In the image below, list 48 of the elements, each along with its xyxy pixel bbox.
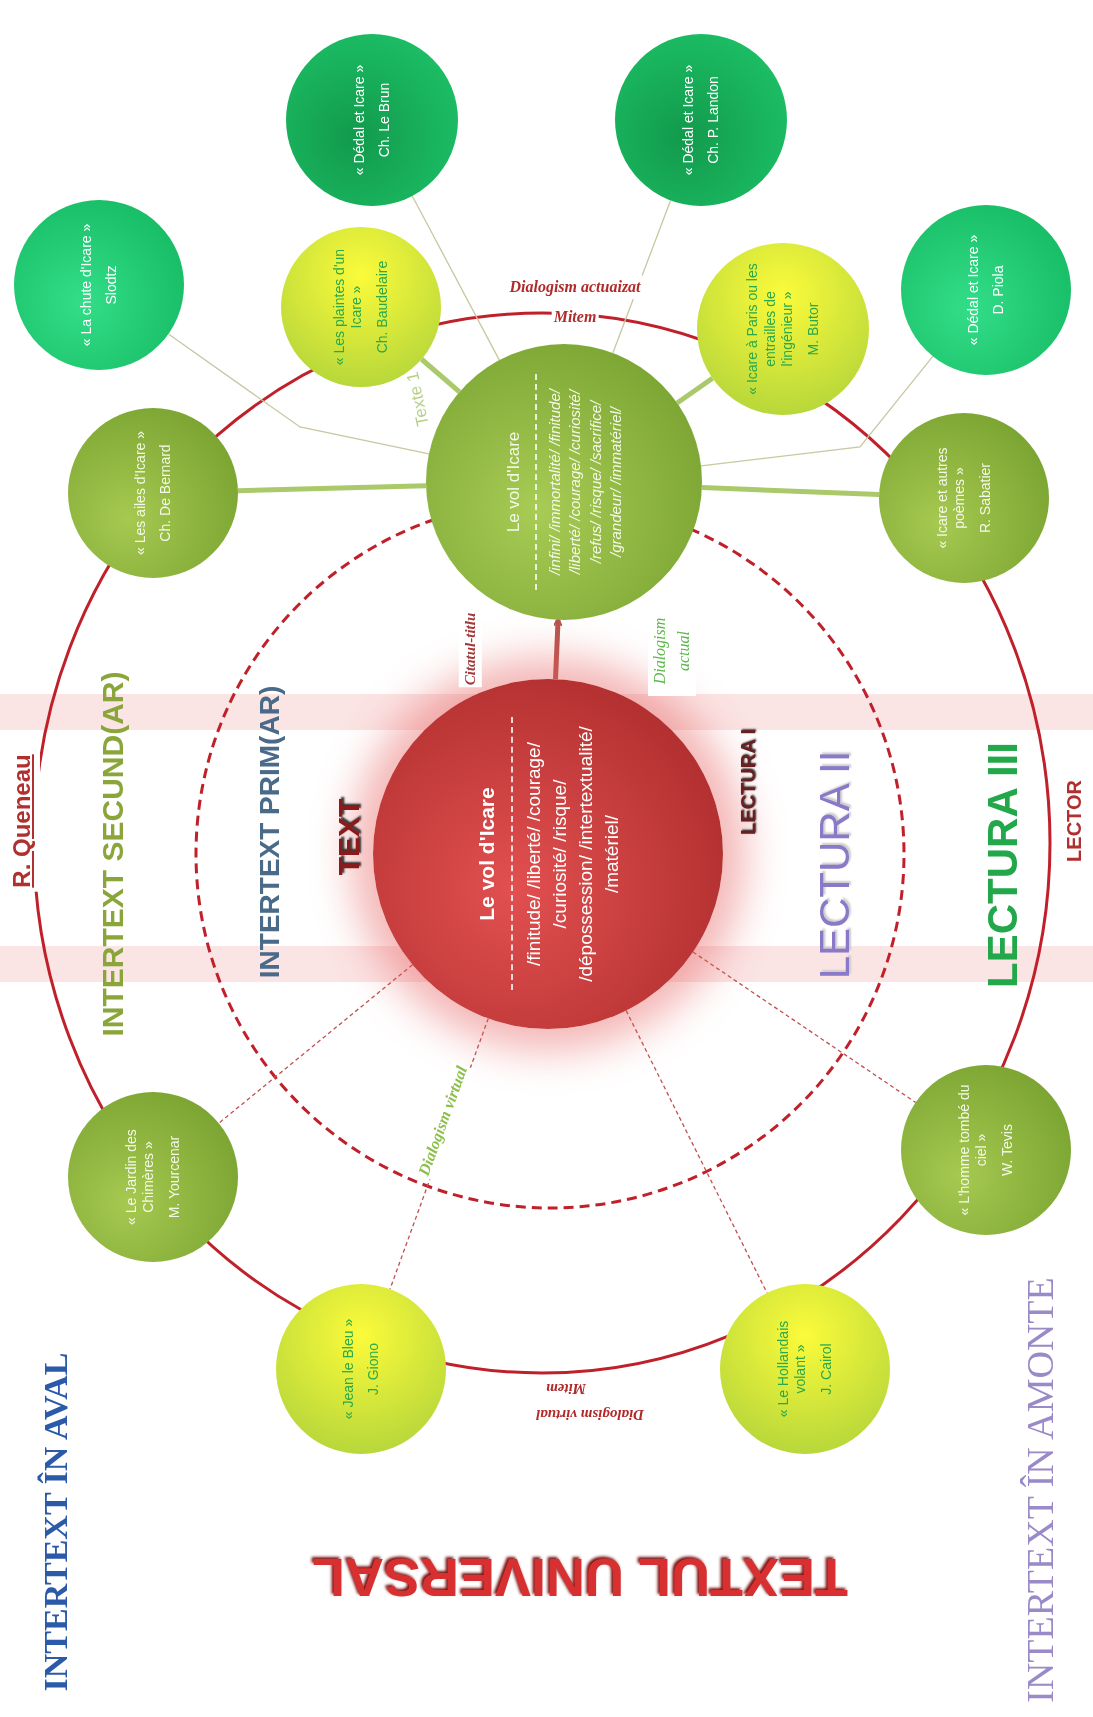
node-author: M. Yourcenar bbox=[165, 1135, 183, 1219]
text-label: LECTURA II bbox=[809, 750, 859, 980]
text-label: LECTURA III bbox=[977, 742, 1027, 988]
text-label: Texte 1 bbox=[401, 369, 434, 429]
node-title: « L'homme tombé du ciel » bbox=[955, 1083, 991, 1217]
node-title: Le vol d'Icare bbox=[503, 431, 524, 533]
node-title: « Dédal et Icare » bbox=[350, 64, 368, 176]
text-label: INTERTEXT ÎN AMONTE bbox=[1017, 1277, 1062, 1703]
text-label: INTERTEXT ÎN AVAL bbox=[35, 1352, 75, 1692]
node-title: « Le Hollandais volant » bbox=[774, 1319, 810, 1420]
node-author: Ch. Baudelaire bbox=[373, 260, 391, 354]
node-author: D. Piola bbox=[990, 265, 1007, 315]
connector-line bbox=[411, 195, 500, 361]
node-author: J. Cairol bbox=[817, 1343, 835, 1395]
connector-line bbox=[700, 355, 934, 467]
node-author: M. Butor bbox=[804, 302, 822, 356]
text-label: INTERTEXT SECUND(AR) bbox=[94, 671, 130, 1037]
connector-line bbox=[237, 483, 427, 494]
connector-line bbox=[218, 964, 414, 1124]
node-title: « Icare et autres poèmes » bbox=[933, 446, 969, 551]
text-label: LECTURA I bbox=[736, 729, 760, 835]
node-author: W. Tevis bbox=[998, 1124, 1016, 1176]
node-title: « Jean le Bleu » bbox=[339, 1318, 357, 1420]
connector-line bbox=[167, 333, 430, 455]
connector-line bbox=[675, 376, 714, 405]
node-author: Ch. De Bernard bbox=[157, 444, 174, 542]
node-title: « Dédal et Icare » bbox=[679, 64, 697, 176]
connector-line bbox=[419, 357, 462, 394]
node-title: « Dédal et Icare » bbox=[964, 234, 982, 346]
node-author: Ch. Le Brun bbox=[376, 82, 393, 158]
node-author: Ch. P. Landon bbox=[705, 76, 722, 164]
text-label: Dialogism actuaizat bbox=[507, 275, 643, 299]
node-keywords: /infini/ /immortalité/ /finitude/ /liberté/ /courage/ /curiosité/ /refus/ /risque/ /sacrifice/ /grandeur/ /immatériel/ bbox=[534, 374, 627, 590]
node-author: Slodtz bbox=[103, 265, 120, 305]
node-title: « Les plaintes d'un Icare » bbox=[330, 247, 366, 368]
node-keywords: /finitude/ /liberté/ /courage/ /curiosité/ /risque/ /dépossession/ /intertextualité/ /matériel/ bbox=[510, 717, 625, 991]
connector-line bbox=[692, 951, 917, 1104]
node-title: « Icare à Paris ou les entrailles de l'ingénieur » bbox=[744, 262, 796, 397]
node-title: « La chute d'Icare » bbox=[77, 223, 95, 347]
text-label: TEXT bbox=[330, 798, 366, 876]
title: TEXTUL UNIVERSAL bbox=[312, 1546, 848, 1610]
connector-line bbox=[701, 485, 880, 498]
node-title: Le vol d'Icare bbox=[474, 787, 499, 921]
node-title: « Le Jardin des Chimères » bbox=[122, 1128, 158, 1227]
node-author: R. Sabatier bbox=[976, 463, 994, 534]
text-label: INTERTEXT PRIM(AR) bbox=[253, 685, 286, 979]
node-author: J. Giono bbox=[365, 1342, 382, 1396]
node-title: « Les ailes d'Icare » bbox=[131, 430, 149, 556]
